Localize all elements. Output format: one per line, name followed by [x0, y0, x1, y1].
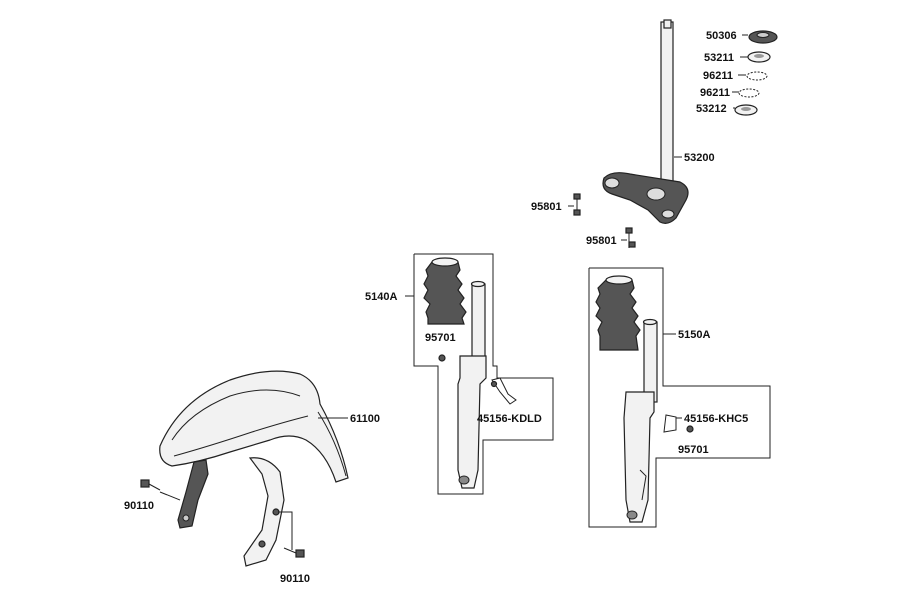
label-53200: 53200: [684, 152, 715, 164]
label-90110-bottom: 90110: [280, 573, 310, 585]
left-axle-hole: [458, 475, 470, 485]
left-bracket-bolt: [490, 380, 498, 388]
clamp-hole-left: [604, 177, 620, 189]
label-53211: 53211: [704, 52, 734, 64]
left-stay-hole: [182, 514, 190, 522]
fender-crease-bottom: [173, 415, 309, 457]
left-fork-inner-tube: [471, 283, 486, 365]
right-hose-bracket: [663, 414, 677, 433]
right-fork-inner-tube: [643, 321, 658, 403]
front-fender-body: [159, 370, 349, 483]
label-96211-a: 96211: [703, 70, 733, 82]
ball-bearing-96211-b: [738, 88, 760, 98]
right-dust-boot-top: [605, 275, 633, 285]
left-fork-outer-slider: [457, 355, 487, 489]
fender-left-stay: [177, 459, 209, 529]
fender-crease-top: [171, 389, 301, 441]
stem-tube-top: [663, 19, 672, 29]
left-fork-group: 5140A 95701 45156-KDLD: [365, 253, 554, 495]
right-fork-dust-boot: [595, 279, 641, 351]
fender-rear-edge: [317, 411, 347, 477]
ball-bearing-96211-a: [746, 71, 768, 81]
label-96211-b: 96211: [700, 87, 730, 99]
label-45156-KHC5: 45156-KHC5: [684, 413, 748, 425]
label-95701-left: 95701: [425, 332, 456, 344]
front-fender-group: 61100 90110 90110: [124, 370, 380, 585]
right-fork-group: 5150A 45156-KHC5 95701: [588, 267, 771, 528]
label-45156-KDLD: 45156-KDLD: [477, 413, 542, 425]
bolt-95801-a-head: [573, 193, 581, 200]
right-screw-95701: [686, 425, 694, 433]
bolt-90110-left-shaft: [148, 483, 161, 491]
race-53211-hole: [754, 54, 764, 58]
race-53212-hole: [741, 107, 751, 111]
right-inner-tube-top: [642, 318, 658, 326]
nut-50306-hole: [756, 32, 770, 38]
steering-stem-tube: [660, 21, 674, 183]
left-dust-boot-top: [431, 257, 459, 267]
bolt-90110-bottom-head: [295, 549, 305, 558]
bolt-95801-b2-head: [628, 241, 636, 248]
bolt-95801-a2-head: [573, 209, 581, 216]
leader-90110-left: [159, 491, 181, 501]
label-5150A: 5150A: [678, 329, 710, 341]
right-fork-outer-slider: [623, 391, 655, 523]
label-95801-a: 95801: [531, 201, 562, 213]
bolt-90110-bottom-shaft: [283, 547, 297, 554]
label-95801-b: 95801: [586, 235, 617, 247]
left-inner-tube-top: [470, 280, 486, 288]
bolt-90110-left-head: [140, 479, 150, 488]
label-90110-left: 90110: [124, 500, 154, 512]
clamp-hole-right: [661, 209, 675, 219]
label-53212: 53212: [696, 103, 727, 115]
steering-stem-group: 50306 53211 96211 96211 53212 53200 9580…: [531, 19, 778, 248]
label-61100: 61100: [350, 413, 380, 425]
label-50306: 50306: [706, 30, 737, 42]
left-hose-bracket: [491, 377, 517, 405]
leader-90110-bottom: [278, 511, 293, 550]
right-slider-hose-guide: [639, 469, 647, 501]
label-95701-right: 95701: [678, 444, 709, 456]
label-5140A: 5140A: [365, 291, 397, 303]
left-screw-95701: [438, 354, 446, 362]
bolt-95801-b-head: [625, 227, 633, 234]
left-fork-bracket-outline: [413, 253, 554, 495]
right-stay-hole-lower: [258, 540, 266, 548]
clamp-hole-center: [646, 187, 666, 201]
left-fork-dust-boot: [423, 261, 467, 325]
right-axle-hole: [626, 510, 638, 520]
fender-right-stay: [243, 457, 285, 567]
right-fork-bracket-outline: [588, 267, 771, 528]
